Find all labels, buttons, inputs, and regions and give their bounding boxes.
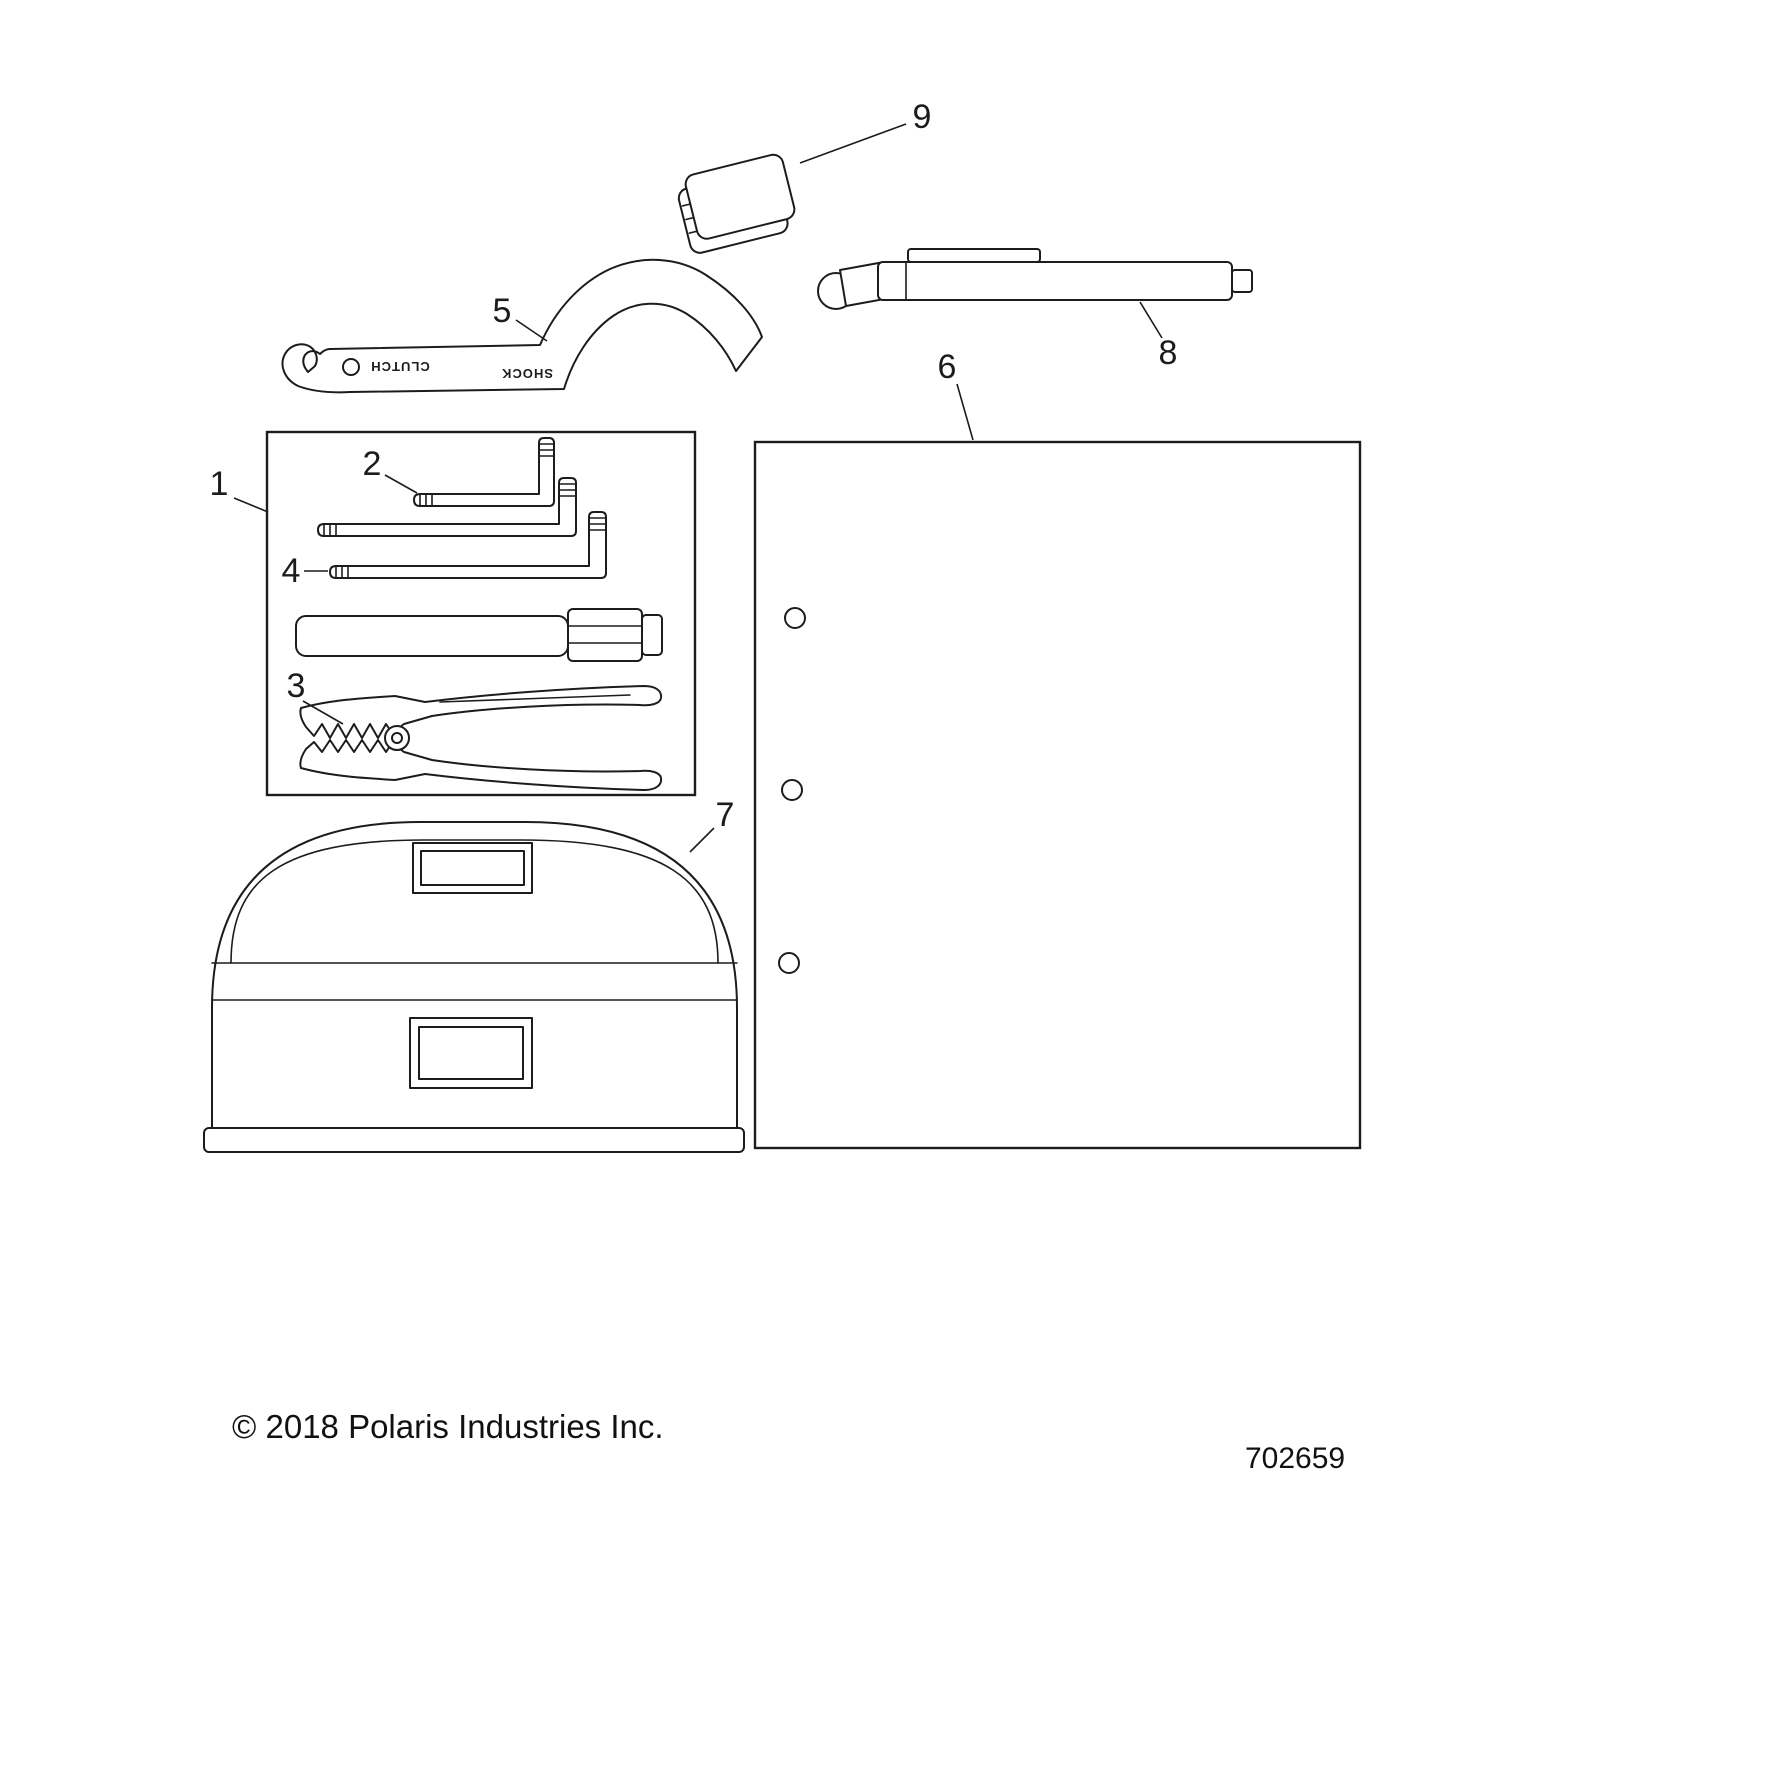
callout-8-leader	[1139, 301, 1163, 339]
part-number: 702659	[1245, 1442, 1345, 1475]
callout-9-leader	[799, 123, 907, 164]
warranty-card-front	[684, 153, 796, 240]
pliers	[299, 685, 663, 791]
storage-case-shell	[211, 821, 738, 1129]
spanner-shock-label: SHOCK	[501, 366, 553, 381]
pliers-upper-half	[299, 685, 663, 739]
spanner-clutch-label: CLUTCH	[370, 359, 429, 374]
card-notch-1	[681, 203, 692, 207]
storage-case-base	[203, 1127, 745, 1153]
spanner-wrench: CLUTCH SHOCK	[281, 258, 763, 394]
callout-6-leader	[956, 383, 974, 441]
manual-punch-hole-bottom	[778, 952, 800, 974]
hex-wrench-middle	[317, 477, 577, 537]
tool-kit	[265, 430, 697, 797]
copyright-text: © 2018 Polaris Industries Inc.	[232, 1408, 664, 1445]
callout-9: 9	[799, 98, 932, 164]
pliers-pivot-center	[391, 732, 403, 744]
gauge-body	[877, 261, 1233, 301]
pliers-handle-line	[439, 694, 631, 703]
tire-pressure-gauge	[817, 248, 1253, 310]
callout-7: 7	[689, 796, 735, 853]
callout-8-label: 8	[1159, 334, 1178, 372]
spark-plug-socket	[567, 608, 643, 662]
card-notch-3	[688, 230, 698, 234]
callout-1-label: 1	[210, 465, 229, 503]
callout-1: 1	[210, 465, 269, 513]
callout-4: 4	[282, 552, 328, 590]
callout-4-label: 4	[282, 552, 301, 590]
spanner-wrench-body	[281, 258, 763, 394]
callout-3-leader	[302, 700, 344, 725]
callout-2-leader	[384, 474, 418, 494]
callout-1-leader	[233, 497, 269, 513]
manual-punch-hole-top	[784, 607, 806, 629]
card-notch-2	[685, 216, 695, 221]
callout-2-label: 2	[363, 445, 382, 483]
callout-8: 8	[1139, 301, 1178, 372]
spark-plug-socket-end	[641, 614, 663, 656]
owners-manual	[753, 440, 1362, 1150]
callout-3-label: 3	[287, 667, 306, 705]
hex-wrench-bottom-body	[329, 511, 607, 579]
spanner-hole	[342, 358, 360, 376]
case-handle-recess-inner	[420, 850, 525, 886]
storage-case-lid-inner-line	[230, 839, 719, 964]
gauge-clip	[907, 248, 1041, 263]
hex-wrench-bottom	[329, 511, 607, 579]
callout-3: 3	[287, 667, 344, 725]
spark-plug-wrench	[295, 608, 663, 662]
pliers-lower-half	[299, 739, 663, 791]
callout-5-leader	[515, 319, 548, 342]
owners-manual-cover	[753, 440, 1362, 1150]
case-latch-recess-inner	[418, 1026, 524, 1080]
callout-6: 6	[938, 348, 974, 441]
storage-case	[203, 821, 745, 1153]
callout-7-label: 7	[716, 796, 735, 834]
hex-wrench-middle-body	[317, 477, 577, 537]
callout-6-label: 6	[938, 348, 957, 386]
manual-punch-hole-middle	[781, 779, 803, 801]
hex-wrench-top	[413, 437, 555, 507]
warranty-card	[677, 153, 796, 254]
callout-5: 5	[493, 292, 548, 342]
callout-5-label: 5	[493, 292, 512, 330]
gauge-tip	[1231, 269, 1253, 293]
spark-plug-tube	[295, 615, 569, 657]
callout-7-leader	[689, 827, 715, 853]
callout-9-label: 9	[913, 98, 932, 136]
callout-2: 2	[363, 445, 418, 494]
